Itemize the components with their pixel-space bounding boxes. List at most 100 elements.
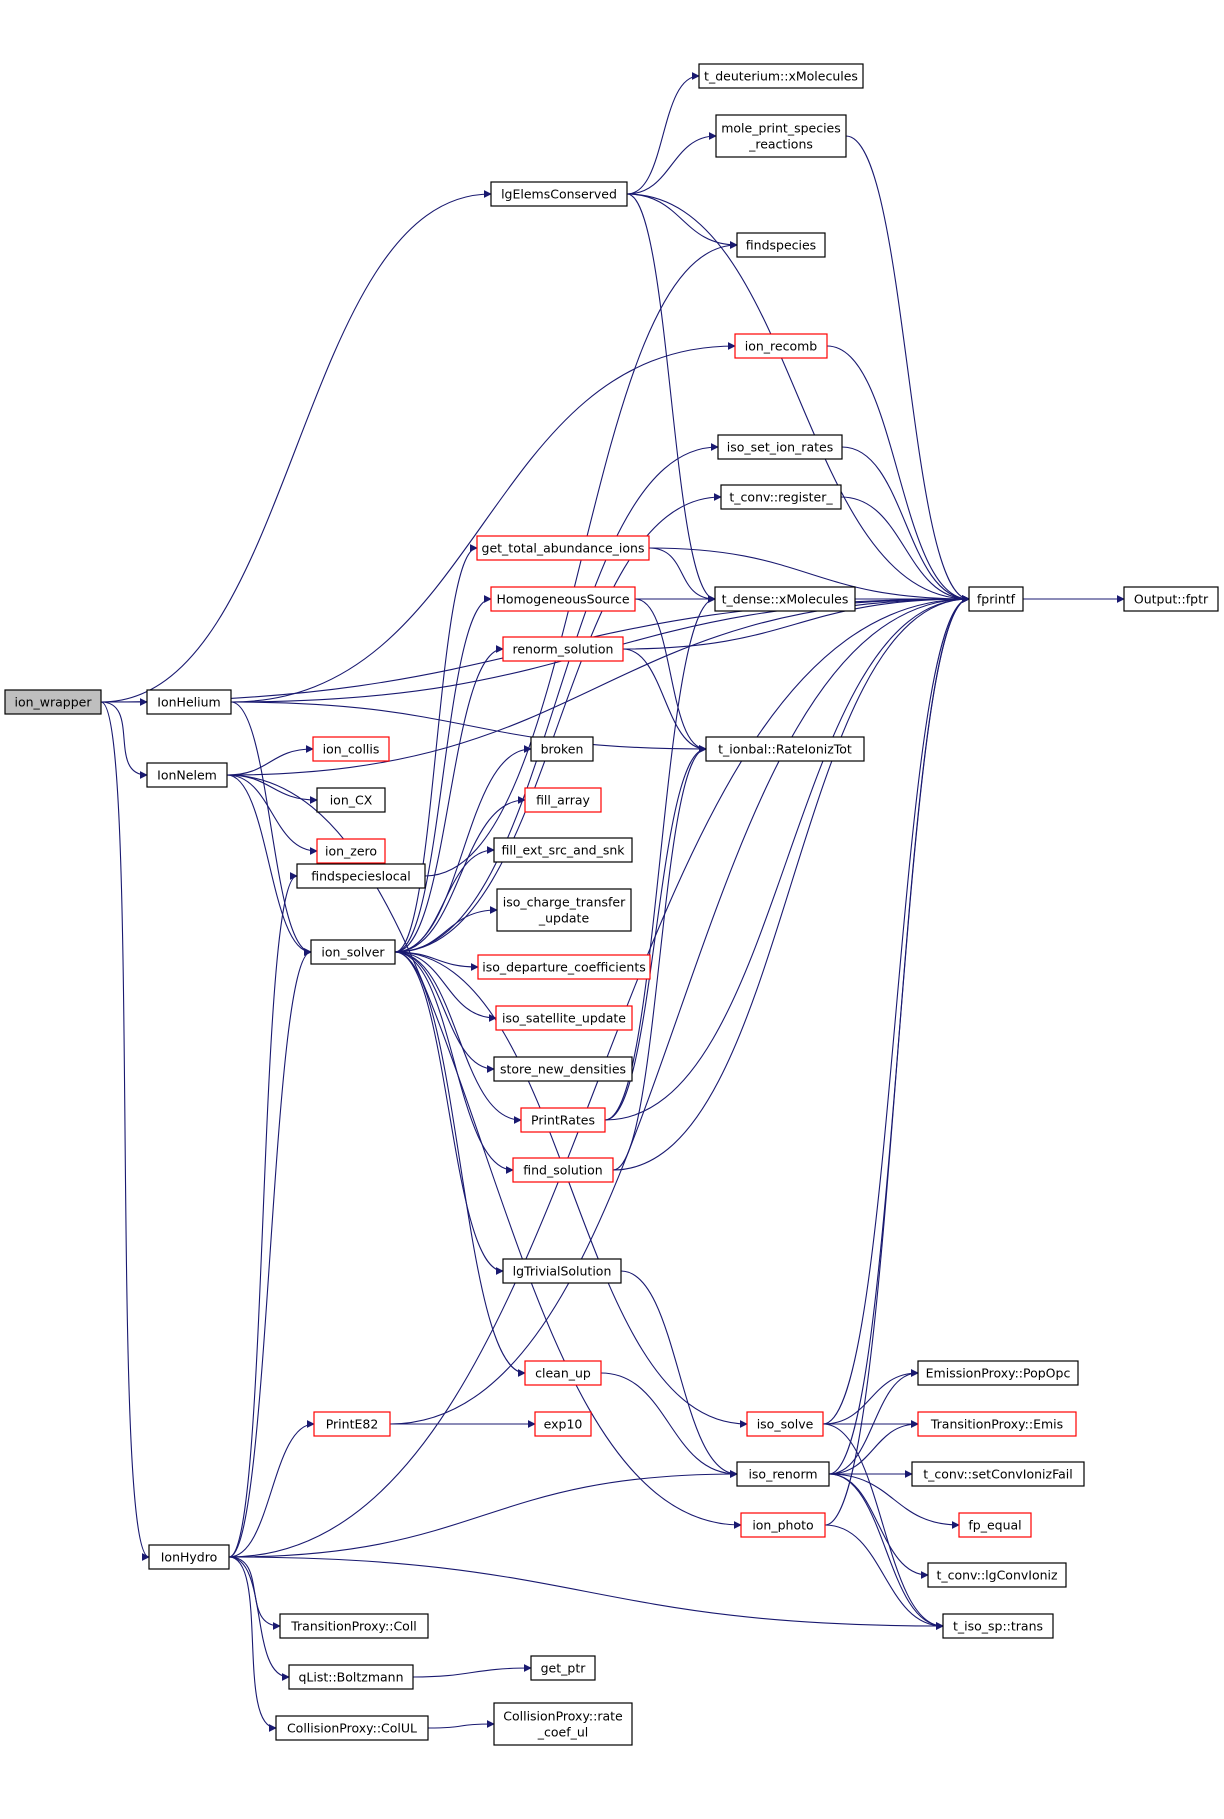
node-collisionproxy-colul[interactable]: CollisionProxy::ColUL [275, 1715, 429, 1741]
edge-IonHydro-to-findspecieslocal [228, 872, 298, 1558]
edge-line [394, 595, 492, 953]
node-t-conv-register-[interactable]: t_conv::register_ [720, 484, 842, 510]
node-box [316, 787, 386, 813]
edge-line [412, 1664, 532, 1678]
edge-HomogeneousSource-to-t_ionbal_RateIonizTot [634, 598, 707, 753]
node-iso-set-ion-rates[interactable]: iso_set_ion_rates [717, 434, 843, 460]
node-box [740, 1512, 826, 1538]
edge-IonNelem-to-ion_CX [226, 774, 318, 804]
node-label: CollisionProxy::ColUL [287, 1721, 417, 1736]
node-box [493, 837, 633, 863]
node-t-conv-setconvionizfail[interactable]: t_conv::setConvIonizFail [911, 1461, 1085, 1487]
edge-find_solution-to-fprintf [612, 595, 970, 1171]
edge-line [228, 1556, 290, 1681]
node-iso-departure-coefficients[interactable]: iso_departure_coefficients [477, 954, 651, 980]
node-homogeneoussource[interactable]: HomogeneousSource [490, 586, 636, 612]
edge-renorm_solution-to-fprintf [622, 595, 970, 650]
edge-get_total_abundance_ions-to-fprintf [648, 547, 970, 603]
node-box [524, 1360, 602, 1386]
node-exp10[interactable]: exp10 [534, 1411, 592, 1437]
node-box [316, 838, 386, 864]
node-label: t_ionbal::RateIonizTot [718, 742, 852, 757]
node-box [520, 1107, 606, 1133]
node-box [496, 888, 632, 932]
edge-line [228, 1556, 944, 1630]
node-ion-solver[interactable]: ion_solver [310, 939, 396, 965]
node-label: iso_solve [757, 1417, 814, 1432]
node-t-deuterium-xmolecules[interactable]: t_deuterium::xMolecules [698, 63, 864, 89]
node-box [530, 736, 594, 762]
node-label: t_deuterium::xMolecules [704, 69, 858, 84]
node-ion-zero[interactable]: ion_zero [316, 838, 386, 864]
node-mole-print-species-reactions[interactable]: mole_print_species_reactions [715, 114, 847, 158]
node-lgtrivialsolution[interactable]: lgTrivialSolution [502, 1258, 622, 1284]
node-label: IonHydro [161, 1550, 218, 1565]
node-fp-equal[interactable]: fp_equal [958, 1512, 1032, 1538]
edge-line [626, 193, 716, 603]
node-get-total-abundance-ions[interactable]: get_total_abundance_ions [476, 535, 650, 561]
node-label: iso_charge_transfer [503, 895, 626, 910]
node-t-conv-lgconvioniz[interactable]: t_conv::lgConvIoniz [927, 1562, 1067, 1588]
node-clean-up[interactable]: clean_up [524, 1360, 602, 1386]
edge-line [604, 595, 716, 1121]
node-fill-array[interactable]: fill_array [524, 787, 602, 813]
edge-line [226, 774, 742, 1529]
node-box [968, 586, 1024, 612]
node-transitionproxy-coll[interactable]: TransitionProxy::Coll [279, 1613, 429, 1639]
node-ion-photo[interactable]: ion_photo [740, 1512, 826, 1538]
node-findspecieslocal[interactable]: findspecieslocal [296, 863, 426, 889]
node-ionnelem[interactable]: IonNelem [146, 762, 228, 788]
node-label: _update [538, 911, 590, 926]
node-t-dense-xmolecules[interactable]: t_dense::xMolecules [714, 586, 856, 612]
node-label: findspecieslocal [311, 869, 411, 884]
edge-IonNelem-to-ion_collis [226, 745, 314, 776]
edge-line [228, 872, 298, 1558]
node-printrates[interactable]: PrintRates [520, 1107, 606, 1133]
node-store-new-densities[interactable]: store_new_densities [493, 1056, 633, 1082]
edge-line [226, 774, 318, 804]
node-ionhelium[interactable]: IonHelium [146, 689, 232, 715]
node-box [477, 954, 651, 980]
node-fprintf[interactable]: fprintf [968, 586, 1024, 612]
node-emissionproxy-popopc[interactable]: EmissionProxy::PopOpc [917, 1360, 1079, 1386]
node-iso-solve[interactable]: iso_solve [746, 1411, 824, 1437]
node-box [917, 1411, 1077, 1437]
edge-line [620, 1270, 738, 1478]
edge-line [226, 774, 318, 855]
edge-lgTrivialSolution-to-iso_renorm [620, 1270, 738, 1478]
node-find-solution[interactable]: find_solution [512, 1157, 614, 1183]
node-qlist-boltzmann[interactable]: qList::Boltzmann [288, 1664, 414, 1690]
edge-ion_solver-to-iso_solve [394, 951, 748, 1428]
node-iso-satellite-update[interactable]: iso_satellite_update [495, 1005, 633, 1031]
node-fill-ext-src-and-snk[interactable]: fill_ext_src_and_snk [493, 837, 633, 863]
node-label: PrintE82 [326, 1417, 379, 1432]
edge-ion_solver-to-fill_ext_src_and_snk [394, 846, 495, 953]
node-iso-renorm[interactable]: iso_renorm [736, 1461, 830, 1487]
node-broken[interactable]: broken [530, 736, 594, 762]
edge-line [648, 547, 970, 603]
node-t-ionbal-rateioniztot[interactable]: t_ionbal::RateIonizTot [705, 736, 865, 762]
node-t-iso-sp-trans[interactable]: t_iso_sp::trans [942, 1613, 1054, 1639]
node-renorm-solution[interactable]: renorm_solution [502, 636, 624, 662]
node-ion-collis[interactable]: ion_collis [312, 736, 390, 762]
node-printe82[interactable]: PrintE82 [313, 1411, 391, 1437]
edge-iso_renorm-to-TransitionProxy_Emis [828, 1420, 919, 1475]
node-get-ptr[interactable]: get_ptr [530, 1655, 596, 1681]
node-transitionproxy-emis[interactable]: TransitionProxy::Emis [917, 1411, 1077, 1437]
node-lgelemsconserved[interactable]: lgElemsConserved [490, 181, 628, 207]
node-label: clean_up [535, 1366, 591, 1381]
node-collisionproxy-rate-coef-ul[interactable]: CollisionProxy::rate_coef_ul [493, 1702, 633, 1746]
node-iso-charge-transfer-update[interactable]: iso_charge_transfer_update [496, 888, 632, 932]
node-label: qList::Boltzmann [298, 1670, 403, 1685]
node-label: fill_array [536, 793, 590, 808]
node-label: HomogeneousSource [496, 592, 629, 607]
node-ionhydro[interactable]: IonHydro [148, 1544, 230, 1570]
node-ion-cx[interactable]: ion_CX [316, 787, 386, 813]
node-ion-recomb[interactable]: ion_recomb [734, 333, 828, 359]
node-box [942, 1613, 1054, 1639]
edge-ion_solver-to-lgTrivialSolution [394, 951, 504, 1275]
edge-ion_solver-to-renorm_solution [394, 645, 504, 953]
node-findspecies[interactable]: findspecies [736, 232, 826, 258]
node-output-fptr[interactable]: Output::fptr [1123, 586, 1219, 612]
